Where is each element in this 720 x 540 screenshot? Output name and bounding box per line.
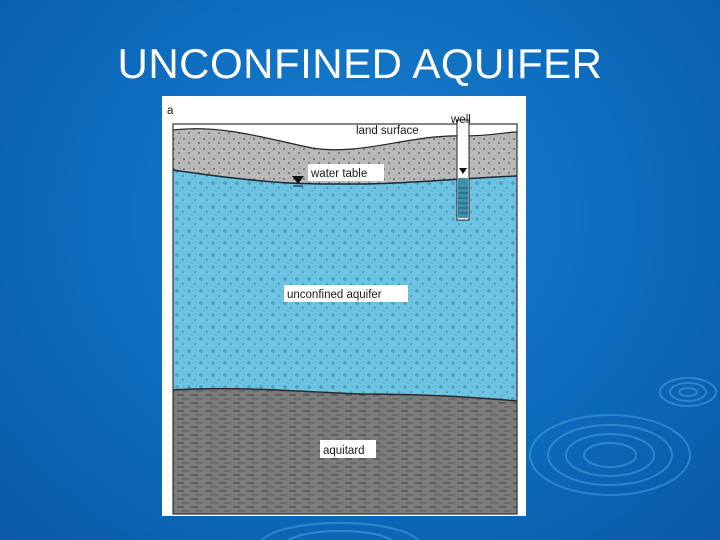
water-table-marker-icon xyxy=(292,176,304,184)
unconfined-aquifer-label: unconfined aquifer xyxy=(287,289,382,301)
well-water-level-marker-icon xyxy=(459,168,467,174)
aquitard-label: aquitard xyxy=(323,445,365,457)
well xyxy=(456,119,470,221)
well-label: well xyxy=(450,114,471,126)
slide-title: UNCONFINED AQUIFER xyxy=(117,40,603,87)
land-surface-label: land surface xyxy=(356,125,419,137)
aquitard-boundary-line xyxy=(172,387,518,402)
aquifer-diagram: a well land surface water table unconfin… xyxy=(162,96,526,516)
water-table-label: water table xyxy=(310,168,367,180)
land-surface-line xyxy=(172,128,518,151)
panel-letter: a xyxy=(167,105,174,117)
aquifer-cross-section: a well land surface water table unconfin… xyxy=(167,105,518,515)
soil-layer xyxy=(173,128,517,185)
